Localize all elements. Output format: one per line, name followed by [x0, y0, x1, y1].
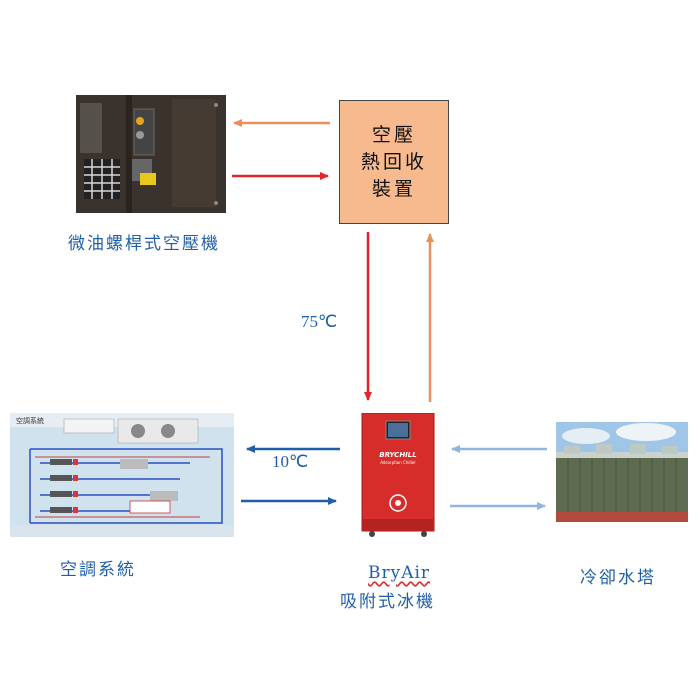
chiller-logo: BRYCHILL [379, 451, 416, 459]
cooling-tower-label: 冷卻水塔 [580, 568, 656, 588]
temp-hot-label: 75℃ [301, 312, 338, 331]
heat-recovery-line-3: 裝置 [371, 177, 416, 200]
chiller-label: 吸附式冰機 [340, 592, 435, 612]
ac-system-label: 空調系統 [60, 560, 136, 580]
compressor-label: 微油螺桿式空壓機 [68, 234, 220, 254]
cooling-tower-image [556, 422, 688, 522]
temp-cold-label: 10℃ [272, 452, 309, 471]
ac-panel-title: 空調系統 [16, 416, 44, 425]
chiller-brand-label: BryAir [368, 563, 431, 583]
heat-recovery-line-2: 熱回收 [360, 150, 427, 173]
chiller-image: BRYCHILL Adsorption Chiller [360, 412, 436, 538]
heat-recovery-line-1: 空壓 [371, 123, 416, 146]
chiller-subtitle: Adsorption Chiller [380, 460, 416, 465]
heat-recovery-box: 空壓 熱回收 裝置 [339, 100, 449, 224]
ac-system-image: 空調系統 [10, 413, 234, 537]
compressor-image [76, 95, 226, 213]
